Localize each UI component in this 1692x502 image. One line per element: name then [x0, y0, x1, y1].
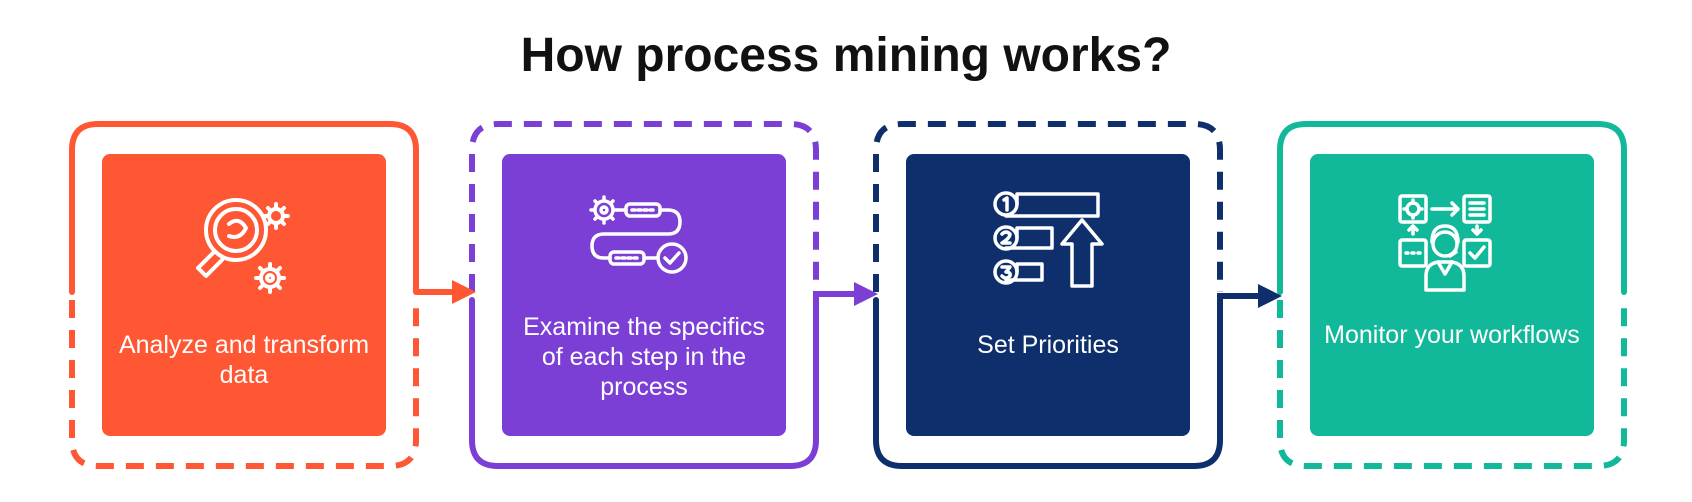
step-2-frame-dashed [469, 121, 819, 292]
step-3-label: Set Priorities [977, 331, 1119, 359]
step-4-frame-dashed [1277, 300, 1627, 469]
step-3-frame-dashed [873, 121, 1223, 292]
step-4-label: Monitor your workflows [1324, 321, 1580, 349]
magnifier-gears-icon [102, 186, 386, 306]
page-title: How process mining works? [520, 29, 1172, 82]
step-card-4: Monitor your workflows [1310, 154, 1594, 436]
step-2-label: Examine the specifics of each step in th… [523, 313, 765, 401]
step-4-frame-solid [1277, 121, 1627, 295]
connector-arrow-1 [416, 280, 476, 304]
step-card-2: Examine the specifics of each step in th… [502, 154, 786, 436]
person-monitoring-workflow-icon [1310, 190, 1594, 300]
step-2-frame-solid [469, 297, 819, 469]
step-card-3: Set Priorities [906, 154, 1190, 436]
step-1-frame-dashed [69, 300, 419, 469]
connector-arrow-2 [813, 282, 878, 306]
gear-workflow-icon [502, 192, 786, 292]
step-card-1: Analyze and transform data [102, 154, 386, 436]
step-1-label: Analyze and transform data [118, 331, 370, 389]
numbered-priority-list-icon [906, 188, 1190, 298]
step-1-frame-solid [69, 121, 419, 295]
step-3-frame-solid [873, 297, 1223, 469]
connector-arrow-3 [1217, 284, 1282, 308]
